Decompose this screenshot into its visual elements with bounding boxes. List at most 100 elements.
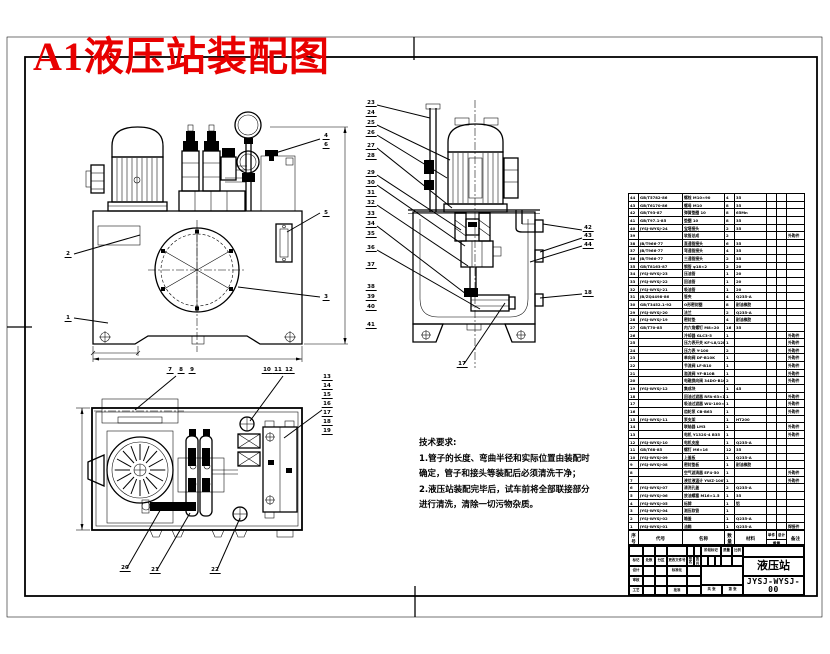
bom-cell-note (787, 385, 804, 392)
bom-cell-no: 32 (629, 285, 639, 293)
side-leaders (376, 104, 583, 365)
tb-drawing-number: JYSJ-WYSJ-00 (743, 576, 804, 595)
item-balloon: 12 (283, 367, 295, 374)
motor-front (85, 126, 168, 212)
bom-cell-unit-weight (767, 438, 777, 446)
bom-cell-name: 冷却器 GLC3-5 (683, 331, 725, 339)
bom-cell-total-weight (777, 354, 787, 362)
bom-cell-material (735, 339, 767, 346)
bom-cell-unit-weight (767, 346, 777, 354)
bom-cell-name: 节流阀 LF-B10 (683, 362, 725, 369)
bom-cell-no: 13 (629, 430, 639, 438)
bom-cell-no: 43 (629, 201, 639, 209)
bom-cell-unit-weight (767, 300, 777, 308)
tech-note-line: 确定，管子和接头等装配后必须清洗干净； (419, 469, 581, 479)
bom-cell-material: Q235-A (735, 522, 767, 530)
bom-cell-note (787, 240, 804, 247)
bom-cell-material (735, 507, 767, 514)
bom-cell-no: 10 (629, 453, 639, 461)
bom-cell-note: 外购件 (788, 363, 800, 369)
bom-cell-total-weight (777, 300, 787, 308)
bom-cell-no: 8 (629, 469, 639, 476)
tb-rev-cell (667, 546, 687, 556)
front-leaders (73, 138, 321, 324)
bom-cell-code: JYSJ-WYSJ-05 (639, 499, 683, 507)
bom-cell-qty: 1 (725, 438, 735, 446)
tb-label-date: 年月日 (694, 556, 701, 566)
bom-cell-note (787, 209, 804, 216)
bom-cell-material (735, 232, 767, 239)
bom-row: 10 JYSJ-WYSJ-09 上盖板 1 Q235-A (629, 453, 804, 462)
bom-cell-total-weight (777, 316, 787, 323)
bom-cell-material: 35 (735, 201, 767, 209)
bom-cell-unit-weight (767, 423, 777, 430)
bom-cell-qty: 1 (725, 453, 735, 461)
bom-row: 14 联轴器 LM3 1 外购件 (629, 423, 804, 431)
bom-cell-name: 压力表 Y-100 (683, 346, 725, 354)
bom-cell-total-weight (777, 239, 787, 247)
tb-label-sheets: 共 张 (701, 585, 722, 595)
bom-cell-unit-weight (767, 262, 777, 270)
bom-cell-name: 内六角螺钉 M8×20 (683, 323, 725, 331)
item-balloon: 28 (365, 153, 377, 160)
bom-cell-unit-weight (767, 194, 777, 201)
tank-side (408, 209, 540, 343)
tb-rev-cell (694, 546, 701, 556)
bom-cell-no: 14 (629, 423, 639, 430)
bom-cell-total-weight (777, 278, 787, 285)
bom-cell-no: 11 (629, 446, 639, 453)
bom-cell-total-weight (777, 484, 787, 491)
bom-cell-unit-weight (767, 331, 777, 339)
bom-cell-no: 17 (629, 400, 639, 407)
bom-cell-qty: 1 (725, 270, 735, 278)
bom-row: 9 JYSJ-WYSJ-08 密封垫板 1 耐油橡胶 (629, 461, 804, 470)
tech-note-line: 2.液压站装配完毕后，试车前将全部联接部分 (419, 484, 590, 495)
bom-cell-no: 29 (629, 308, 639, 316)
bom-cell-name: 电机支座 (683, 438, 725, 446)
bom-cell-note: 外购件 (788, 347, 800, 353)
item-balloon: 26 (365, 130, 377, 137)
item-balloon: 42 (582, 225, 594, 232)
bom-row: 31 JB/ZQ4498-86 管夹 4 Q235-A (629, 293, 804, 301)
bom-row: 37 JB/T966-77 弯通管接头 4 35 (629, 247, 804, 256)
bom-cell-code: JYSJ-WYSJ-19 (639, 316, 683, 323)
bom-cell-total-weight (777, 400, 787, 407)
bom-header-total: 总计 (777, 533, 786, 537)
bom-cell-name: O形密封圈 (683, 300, 725, 308)
air-breather (265, 150, 278, 161)
front-view (73, 111, 348, 362)
bom-cell-no: 33 (629, 278, 639, 285)
bom-cell-material: Q235-A (735, 438, 767, 446)
tb-label-weight: 质量 (721, 546, 732, 556)
bom-cell-code: GB/T5782-86 (639, 194, 683, 201)
bom-cell-code (639, 339, 683, 346)
bom-cell-material: 45 (735, 385, 767, 392)
bom-cell-unit-weight (767, 339, 777, 346)
bom-cell-material: 35 (735, 239, 767, 247)
bom-row: 18 回油过滤器 RFA-63×10 1 外购件 (629, 392, 804, 401)
bom-row: 15 JYSJ-WYSJ-11 泵支架 1 HT200 (629, 415, 804, 424)
bom-header-no: 序号 (629, 531, 639, 547)
bom-cell-name: 泵支架 (683, 415, 725, 423)
title-block: 标记 处数 分区 更改文件号 签名 年月日 设计 标准化 审核 工艺 批准 阶段… (628, 545, 805, 596)
bom-cell-total-weight (777, 285, 787, 293)
item-balloon: 9 (188, 367, 196, 374)
bom-cell-name: 齿轮泵 CB-B63 (683, 407, 725, 415)
bom-cell-total-weight (777, 224, 787, 232)
item-balloon: 32 (365, 200, 377, 207)
item-balloon: 41 (365, 322, 377, 329)
bom-cell-name: 空气滤清器 EF4-50 (683, 469, 725, 476)
bom-cell-name: 螺钉 M6×16 (683, 446, 725, 453)
item-balloon: 35 (365, 231, 377, 238)
bom-cell-material: 耐油橡胶 (735, 316, 767, 323)
tb-label-standard: 标准化 (667, 566, 687, 576)
tb-stage-cell (701, 556, 708, 566)
bom-cell-unit-weight (767, 484, 777, 491)
bom-cell-unit-weight (767, 453, 777, 461)
tb-label-check: 审核 (629, 576, 643, 586)
bom-row: 8 空气滤清器 EF4-50 1 外购件 (629, 469, 804, 477)
bom-cell-unit-weight (767, 415, 777, 423)
bom-row: 43 GB/T6170-86 螺母 M10 8 35 (629, 201, 804, 210)
tb-label-approve: 批准 (667, 586, 687, 595)
bom-cell-name: 液位液温计 YWZ-100T (684, 476, 725, 484)
